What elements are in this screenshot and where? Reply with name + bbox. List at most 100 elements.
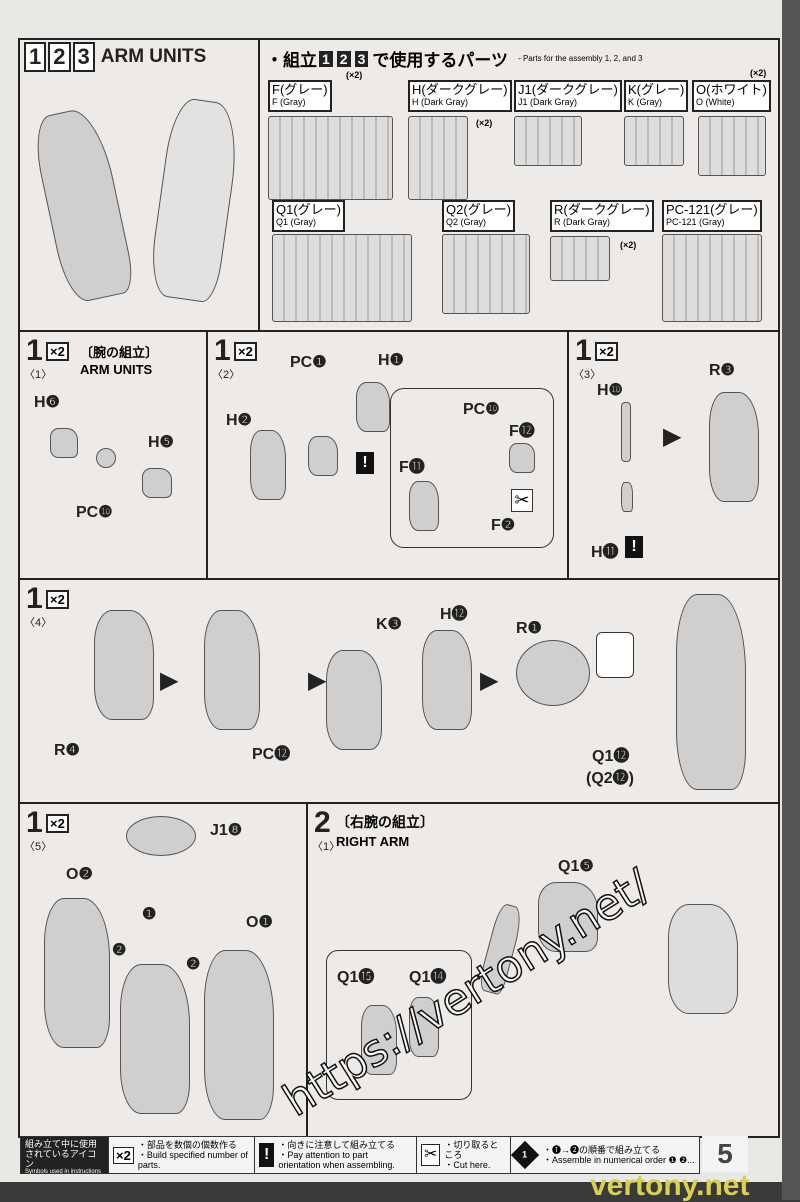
legend-item-attention: ! ・向きに注意して組み立てる・Pay attention to part or… (255, 1137, 417, 1173)
part-label-o: O(ホワイト)O (White) (692, 80, 771, 112)
times-2-icon: ×2 (595, 342, 618, 361)
part-illustration (516, 640, 590, 706)
part-callout: PC❿ (76, 504, 113, 521)
part-illustration (668, 904, 738, 1014)
runner-k (624, 116, 684, 166)
order-number: 1 (522, 1149, 528, 1160)
scan-edge (782, 0, 800, 1200)
detail-callout (596, 632, 634, 678)
legend-text-jp: ・切り取るところ (444, 1140, 499, 1160)
part-callout: Q1⓬ (592, 748, 630, 765)
legend-text-jp: ・❶→❷の順番で組み立てる (543, 1145, 661, 1155)
step-number: 2 (314, 806, 331, 839)
runner-h (408, 116, 468, 200)
part-illustration (142, 468, 172, 498)
arm-unit-illustration (29, 104, 137, 306)
assembly-number: 2 (48, 42, 71, 72)
multiplier: (×2) (750, 68, 767, 78)
step-number: 1 (26, 582, 43, 615)
part-illustration (422, 630, 472, 730)
part-label-k: K(グレー)K (Gray) (624, 80, 689, 112)
part-illustration (676, 594, 746, 790)
part-illustration (538, 882, 598, 952)
part-callout: H⓫ (591, 544, 619, 561)
runner-j1 (514, 116, 582, 166)
part-callout: R❹ (54, 742, 80, 759)
step-number: 1 (26, 334, 43, 367)
step-1-5-panel: 1 ×2 〈5〉 J1❽ O❷ O❶ ❶ ❷ ❷ (18, 802, 308, 1138)
times-2-icon: ×2 (113, 1146, 134, 1164)
part-illustration (409, 481, 439, 531)
order-marker: ❷ (112, 942, 127, 959)
part-illustration (250, 430, 286, 500)
runner-q2 (442, 234, 530, 314)
part-label-f: F(グレー)F (Gray) (268, 80, 332, 112)
times-2-icon: ×2 (46, 814, 69, 833)
part-callout: H❻ (34, 394, 60, 411)
arm-unit-illustration (146, 96, 244, 304)
substep-label: 〈2〉 (212, 369, 241, 381)
watermark-site: vertony.net (590, 1169, 750, 1202)
page-title: ARM UNITS (100, 46, 207, 67)
part-illustration (509, 443, 535, 473)
substep-label: 〈4〉 (24, 617, 53, 629)
attention-icon: ! (625, 536, 643, 558)
part-illustration (204, 950, 274, 1120)
step-1-1-panel: 1 ×2 〈1〉 〔腕の組立〕 ARM UNITS H❻ H❺ PC❿ (18, 330, 208, 580)
arrow-right-icon: ▶ (480, 667, 499, 694)
part-illustration (44, 898, 110, 1048)
legend-title-en: Symbols used in instructions (25, 1169, 102, 1175)
times-2-icon: ×2 (46, 342, 69, 361)
part-illustration (356, 382, 390, 432)
part-illustration (94, 610, 154, 720)
part-callout: K❸ (376, 616, 402, 633)
step-number: 1 (214, 334, 231, 367)
arrow-right-icon: ▶ (308, 667, 327, 694)
header-panel: 1 2 3 ARM UNITS (18, 38, 260, 332)
legend-title: 組み立て中に使用されているアイコン Symbols used in instru… (21, 1137, 109, 1175)
step-2-1-panel: 2 〈1〉 〔右腕の組立〕 RIGHT ARM Q1❺ Q1⓯ Q1⓮ (306, 802, 780, 1138)
step-1-2-panel: 1 ×2 〈2〉 PC❶ H❶ H❷ ! PC❿ F⓬ F⓫ F❷ ✂ (206, 330, 569, 580)
part-illustration (204, 610, 260, 730)
legend-text-en: ・Build specified number of parts. (137, 1150, 248, 1170)
part-illustration (50, 428, 78, 458)
part-callout: (Q2⓬) (586, 770, 635, 787)
icon-legend: 組み立て中に使用されているアイコン Symbols used in instru… (20, 1136, 700, 1175)
part-callout: J1❽ (210, 822, 243, 839)
attention-icon: ! (259, 1143, 275, 1167)
multiplier: (×2) (476, 118, 493, 128)
assembly-number: 2 (336, 50, 351, 67)
part-callout: Q1⓮ (409, 969, 447, 986)
legend-title-jp: 組み立て中に使用されているアイコン (25, 1139, 98, 1169)
part-label-q2: Q2(グレー)Q2 (Gray) (442, 200, 516, 232)
part-callout: PC⓬ (252, 746, 291, 763)
part-illustration (326, 650, 382, 750)
part-illustration (409, 997, 439, 1057)
assembly-number: 3 (354, 50, 369, 67)
part-callout: R❶ (516, 620, 542, 637)
part-callout: H⓬ (440, 606, 468, 623)
part-illustration (621, 482, 633, 512)
part-illustration (308, 436, 338, 476)
substep-label: 〈3〉 (573, 369, 602, 381)
step-1-4-panel: 1 ×2 〈4〉 R❹ ▶ PC⓬ ▶ K❸ H⓬ ▶ R❶ Q1⓬ (Q2⓬) (18, 578, 780, 804)
legend-item-cut: ✂ ・切り取るところ・Cut here. (417, 1137, 511, 1173)
part-callout: F⓫ (399, 459, 425, 476)
part-callout: O❷ (66, 866, 93, 883)
section-title: 1 2 3 ARM UNITS (24, 42, 206, 72)
detail-callout: PC❿ F⓬ F⓫ F❷ ✂ (390, 388, 554, 548)
part-callout: H❷ (226, 412, 252, 429)
assembly-number: 1 (24, 42, 47, 72)
legend-item-order: 1 ・❶→❷の順番で組み立てる・Assemble in numerical or… (510, 1137, 699, 1173)
part-callout: F⓬ (509, 423, 535, 440)
runner-f (268, 116, 393, 200)
step-number: 1 (575, 334, 592, 367)
substep-label: 〈1〉 (312, 841, 341, 853)
part-callout: R❸ (709, 362, 735, 379)
part-illustration (361, 1005, 397, 1075)
part-illustration (709, 392, 759, 502)
part-callout: H❺ (148, 434, 174, 451)
attention-icon: ! (356, 452, 374, 474)
times-2-icon: ×2 (234, 342, 257, 361)
legend-text-en: ・Cut here. (444, 1160, 491, 1170)
